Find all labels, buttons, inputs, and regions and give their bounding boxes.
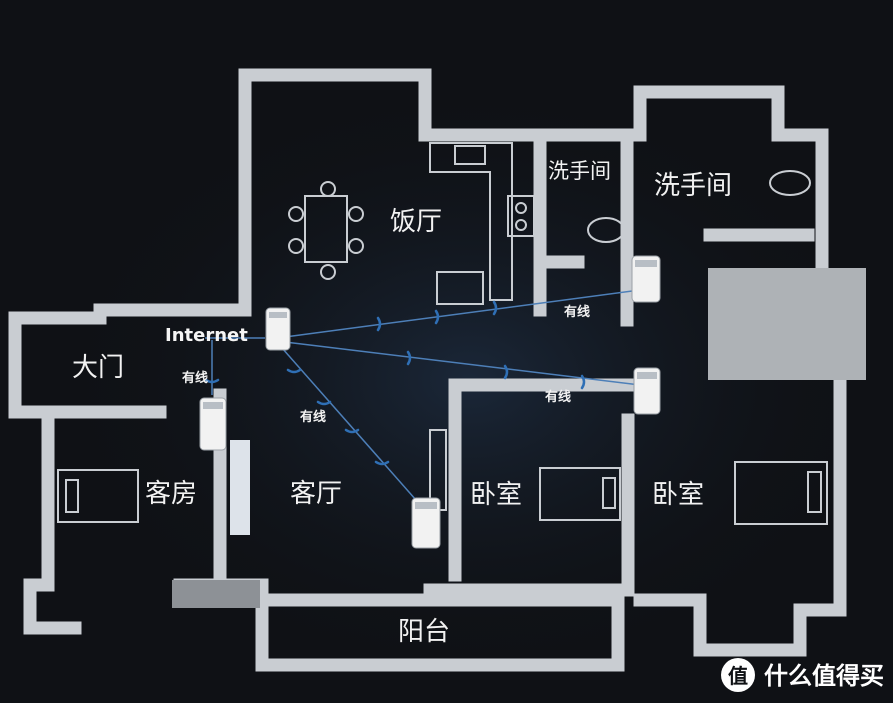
wifi-wave [434, 309, 440, 325]
room-label-bedroom-right: 卧室 [652, 480, 704, 510]
wired-label-bedroom: 有线 [545, 389, 571, 405]
chair [348, 206, 364, 222]
toilet-left [587, 217, 625, 243]
bed-mid [539, 467, 621, 521]
pillow-mid [602, 477, 616, 509]
wifi-wave [374, 460, 390, 466]
wifi-wave [492, 300, 498, 316]
chair [288, 206, 304, 222]
pillow-guest [65, 479, 79, 513]
chair [348, 238, 364, 254]
wifi-wave [406, 350, 412, 366]
wired-label-living: 有线 [300, 409, 326, 425]
internet-label: Internet [165, 325, 248, 346]
furniture [57, 142, 828, 525]
wifi-wave [344, 428, 360, 434]
wifi-wave [204, 378, 220, 384]
fridge [436, 271, 484, 305]
wall-right-side [633, 373, 847, 657]
sink [454, 145, 486, 165]
router-bath-icon [631, 255, 661, 303]
burner [515, 202, 527, 214]
wired-label-bath: 有线 [564, 304, 590, 320]
room-label-living: 客厅 [290, 479, 342, 509]
room-label-dining: 饭厅 [390, 207, 442, 237]
burner [515, 219, 527, 231]
service-block [708, 268, 866, 380]
room-label-bath-left: 洗手间 [548, 159, 611, 183]
chair [320, 181, 336, 197]
room-label-balcony: 阳台 [398, 617, 450, 647]
chair [320, 264, 336, 280]
room-label-bedroom-mid: 卧室 [470, 480, 522, 510]
bed-right [734, 461, 828, 525]
room-label-entrance: 大门 [72, 353, 124, 383]
wall-left-side [23, 405, 82, 635]
smzdm-logo-glyph: 值 [728, 664, 748, 688]
wall-top-right [533, 85, 829, 269]
wifi-wave [503, 364, 509, 380]
router-main-icon [265, 307, 291, 351]
room-label-guest: 客房 [145, 479, 197, 509]
kitchen-counter [429, 142, 513, 301]
watermark-text: 什么值得买 [764, 662, 884, 690]
toilet-right [769, 170, 811, 196]
stove [507, 195, 535, 237]
wifi-wave [316, 400, 332, 406]
routers [199, 255, 661, 549]
link-to-bedroom [284, 341, 641, 386]
wifi-wave [580, 374, 586, 390]
wall-left-upper [8, 303, 252, 419]
sofa [230, 440, 250, 535]
pillow-right [807, 471, 822, 513]
corner-block [172, 580, 260, 608]
chair [288, 238, 304, 254]
link-to-living [281, 347, 417, 501]
network-links [205, 289, 641, 501]
bed-guest [57, 469, 139, 523]
router-living-icon [411, 497, 441, 549]
wired-label-guest: 有线 [182, 370, 208, 386]
watermark: 值 什么值得买 [721, 658, 884, 692]
router-bedroom-icon [633, 367, 661, 415]
smzdm-logo-icon [721, 658, 755, 692]
wall-dining [238, 68, 547, 317]
wifi-waves [204, 300, 586, 466]
room-label-bath-right: 洗手间 [654, 171, 732, 201]
link-to-bath [284, 289, 641, 338]
wifi-wave [286, 368, 302, 374]
wifi-wave [376, 316, 382, 332]
router-guest-icon [199, 397, 227, 451]
